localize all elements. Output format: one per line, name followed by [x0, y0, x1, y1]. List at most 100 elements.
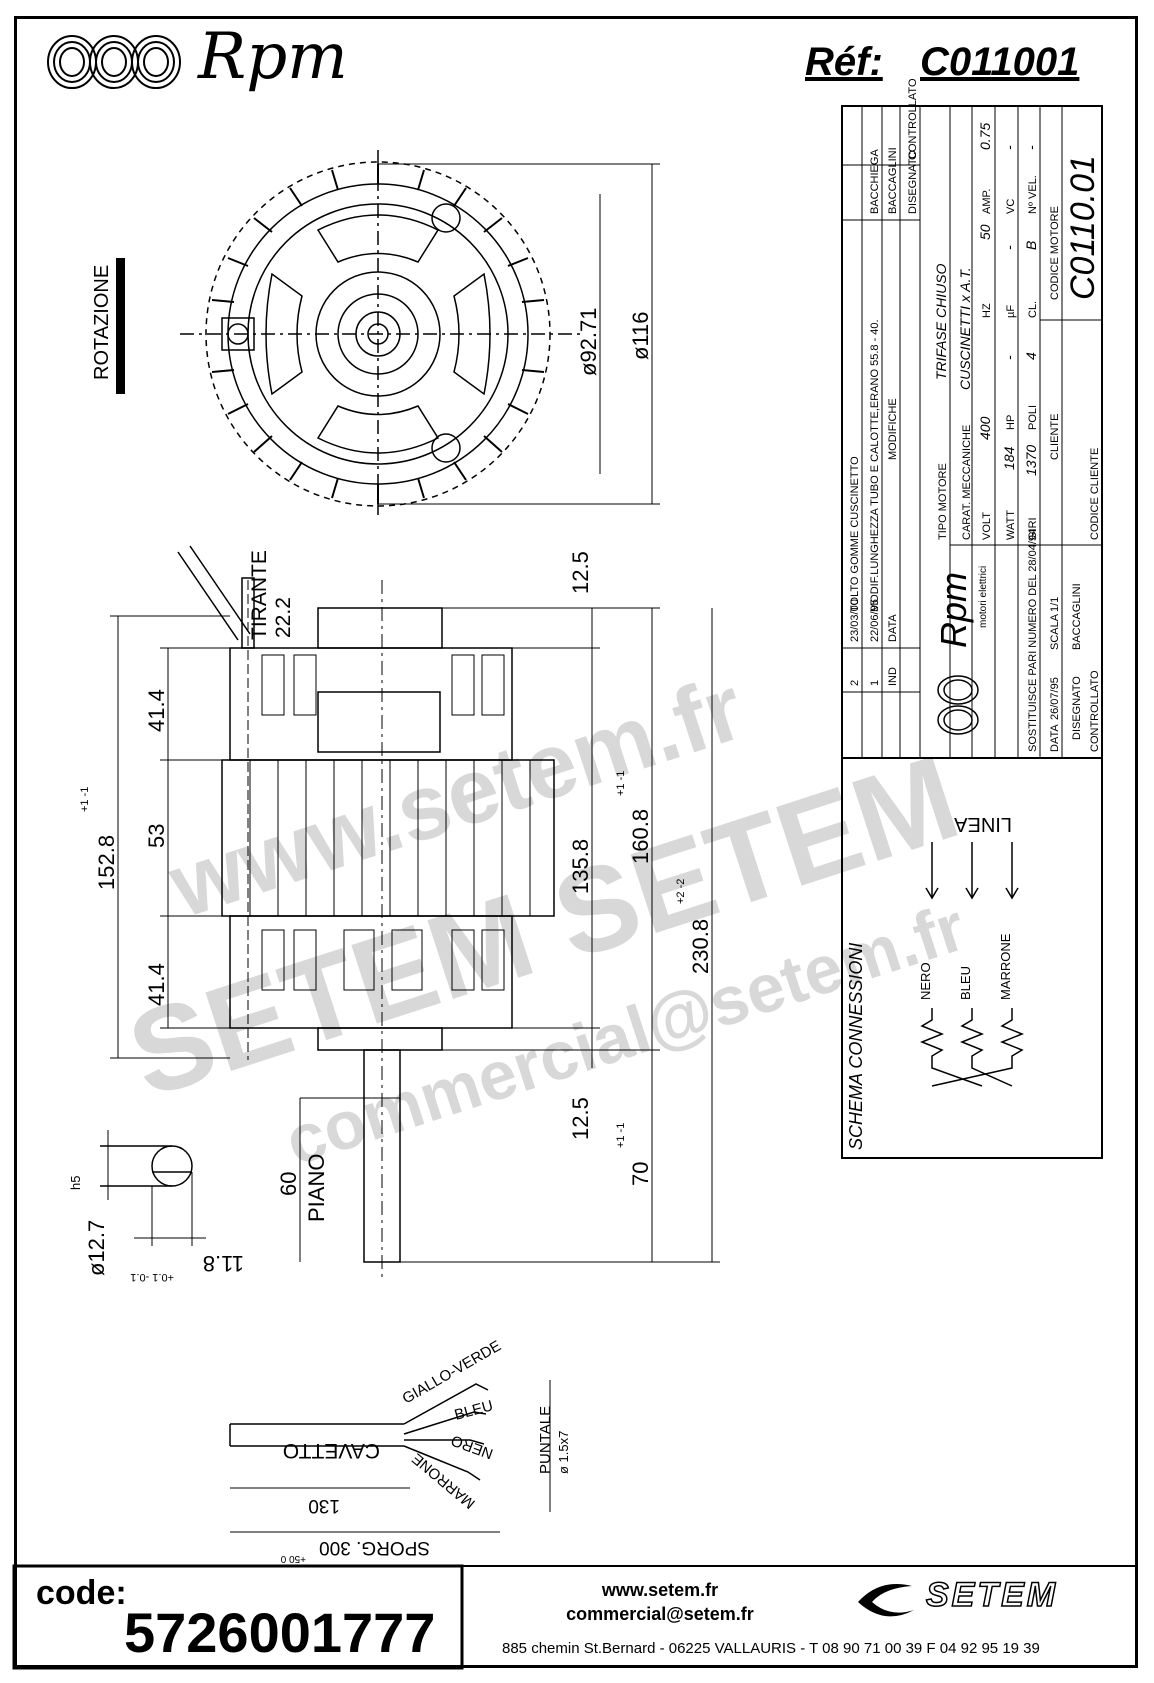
tirante-label: TIRANTE — [248, 550, 271, 640]
footer-email[interactable]: commercial@setem.fr — [566, 1604, 754, 1624]
disegnato-value: BACCAGLINI — [1071, 583, 1083, 650]
codice-cliente-label: CODICE CLIENTE — [1089, 448, 1101, 540]
setem-swirl-icon — [858, 1584, 914, 1617]
amp: 0.75 — [977, 123, 993, 150]
dim-diameter-inner: ø92.71 — [576, 308, 601, 377]
dim-152-8: 152.8 — [94, 835, 119, 890]
giri: 1370 — [1023, 445, 1039, 476]
title-block-brand-sub: motori elettrici — [978, 566, 989, 628]
vc: - — [1001, 145, 1017, 150]
rpm-coil-logo — [47, 35, 181, 89]
dim-41-4-bottom: 41.4 — [144, 963, 169, 1006]
rev-1-modifiche: MODIF.LUNGHEZZA TUBO E CALOTTE,ERANO 55.… — [869, 319, 881, 612]
cooling-fins — [211, 164, 545, 504]
rev-1-ind: 1 — [869, 680, 881, 686]
dim-diameter-outer: ø116 — [628, 311, 653, 360]
rev-2-ind: 2 — [849, 680, 861, 686]
schema-wiring — [919, 842, 1025, 1087]
hz-label: HZ — [981, 303, 993, 318]
rotation-bar — [116, 258, 125, 394]
dim-shaft-diameter: ø12.7 — [84, 1220, 109, 1276]
uf-label: µF — [1005, 305, 1017, 318]
vc-label: VC — [1005, 199, 1017, 214]
uf: - — [1001, 245, 1017, 250]
drawing-frame — [14, 16, 1138, 1668]
volt-label: VOLT — [981, 512, 993, 540]
title-block — [841, 105, 1103, 1159]
hp: - — [1001, 355, 1017, 360]
controllato-label: CONTROLLATO — [1089, 670, 1101, 752]
footer-address: 885 chemin St.Bernard - 06225 VALLAURIS … — [502, 1640, 1040, 1657]
setem-logo-text: SETEM — [925, 1575, 1059, 1615]
dim-60: 60 — [276, 1172, 301, 1196]
dim-70-tol: +1 -1 — [615, 1123, 627, 1148]
dim-11-8-tol: +0.1 -0.1 — [130, 1271, 174, 1283]
col-ind: IND — [887, 667, 899, 686]
motor-end-view — [180, 150, 580, 520]
cable-drawing — [229, 1380, 551, 1533]
tipo-motore-label: TIPO MOTORE — [937, 463, 949, 540]
sostituisce: SOSTITUISCE PARI NUMERO DEL 28/04/94 — [1027, 529, 1039, 752]
cable-marrone: MARRONE — [409, 1450, 479, 1512]
cable-cavetto: CAVETTO — [283, 1439, 380, 1462]
footer-website[interactable]: www.setem.fr — [601, 1580, 719, 1600]
title-block-coil-logo — [937, 675, 979, 735]
reference-label: Réf: — [805, 40, 883, 84]
dim-11-8: 11.8 — [203, 1251, 244, 1276]
cable-puntale: PUNTALE — [537, 1406, 554, 1474]
brand-logo-text: Rpm — [198, 20, 348, 94]
shaft-section — [100, 1130, 206, 1246]
dim-70: 70 — [628, 1162, 653, 1186]
rev-1-data: 22/06/95 — [869, 599, 881, 642]
schema-wire-marrone: MARRONE — [998, 933, 1013, 1000]
volt: 400 — [977, 416, 993, 440]
dim-53: 53 — [144, 824, 169, 848]
dim-230-8-tol: +2 -2 — [675, 879, 687, 904]
rev-signer-1: BACCHIEGA — [869, 149, 881, 214]
scala-value: 1/1 — [1049, 597, 1061, 612]
scala-label: SCALA — [1049, 613, 1061, 650]
watt-label: WATT — [1005, 510, 1017, 540]
schema-wire-nero: NERO — [918, 962, 933, 1000]
poli: 4 — [1023, 352, 1039, 360]
cable-dim-130: 130 — [308, 1495, 340, 1516]
dim-152-8-tol: +1 -1 — [79, 787, 91, 812]
reference-value: C011001 — [920, 40, 1080, 84]
dim-135-8: 135.8 — [568, 839, 593, 894]
carat-label: CARAT. MECCANICHE — [961, 425, 973, 540]
cable-bleu: BLEU — [453, 1397, 495, 1424]
col-controllato: CONTROLLATO — [907, 78, 919, 160]
col-disegnato: DISEGNATO — [907, 150, 919, 214]
footer-code-label: code: — [36, 1574, 127, 1612]
watt: 184 — [1001, 446, 1017, 470]
amp-label: AMP. — [981, 189, 993, 214]
col-modifiche: MODIFICHE — [887, 398, 899, 460]
carat: CUSCINETTI x A.T. — [957, 267, 973, 390]
dim-12-5-bottom: 12.5 — [568, 1097, 593, 1140]
tipo-motore: TRIFASE CHIUSO — [933, 263, 949, 380]
footer-code-value: 5726001777 — [124, 1601, 436, 1664]
schema-linea: LINEA — [954, 813, 1012, 835]
cable-sporg: SPORG. 300 — [319, 1537, 430, 1558]
dim-shaft-fit: h5 — [68, 1176, 83, 1190]
dim-41-4-top: 41.4 — [144, 689, 169, 732]
poli-label: POLI — [1027, 405, 1039, 430]
title-block-brand: Rpm — [933, 572, 974, 648]
cl: B — [1023, 241, 1039, 250]
data-label: DATA — [1049, 724, 1061, 752]
motor-side-view — [177, 545, 555, 1280]
dim-160-8-tol: +1 -1 — [615, 771, 627, 796]
cable-nero: NERO — [449, 1431, 496, 1462]
cl-label: CL. — [1027, 301, 1039, 318]
piano-label: PIANO — [304, 1154, 329, 1222]
data-value: 26/07/95 — [1049, 677, 1061, 720]
dim-12-5-top: 12.5 — [568, 551, 593, 594]
cable-puntale-dim: ø 1.5x7 — [556, 1431, 571, 1474]
schema-title: SCHEMA CONNESSIONI — [846, 943, 866, 1150]
dim-22-2: 22.2 — [272, 597, 295, 638]
rev-2-modifiche: TOLTO GOMME CUSCINETTO — [849, 456, 861, 612]
disegnato-label: DISEGNATO — [1071, 676, 1083, 740]
cable-sporg-tol: +50 0 — [280, 1553, 306, 1564]
col-data: DATA — [887, 614, 899, 642]
